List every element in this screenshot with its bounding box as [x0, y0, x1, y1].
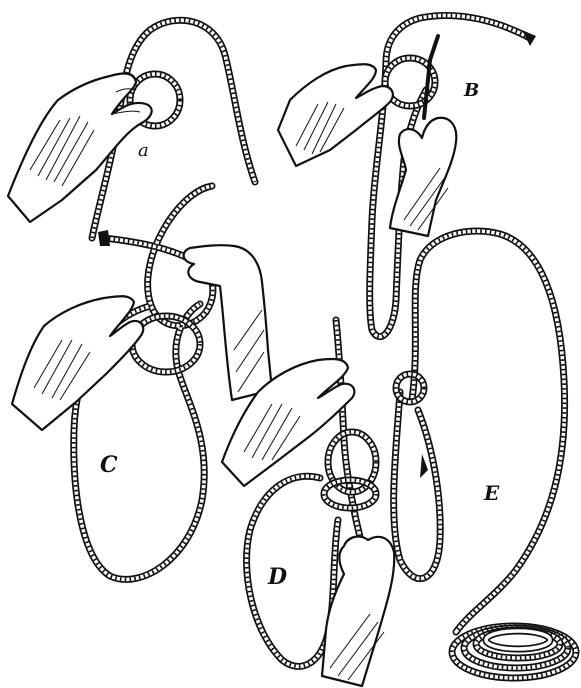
figure-label-d: D [267, 564, 287, 590]
rope-b [370, 15, 536, 336]
figure-c: C [12, 186, 272, 579]
rope-e [394, 231, 565, 632]
figure-label-b: B [463, 80, 479, 101]
figure-label-c: C [100, 452, 118, 478]
figure-label-a: a [138, 140, 149, 161]
figure-e: E [394, 231, 576, 678]
rope-coil [452, 626, 576, 678]
figure-label-e: E [483, 481, 500, 505]
figure-b: B [278, 15, 536, 336]
figure-a: a [8, 20, 255, 238]
